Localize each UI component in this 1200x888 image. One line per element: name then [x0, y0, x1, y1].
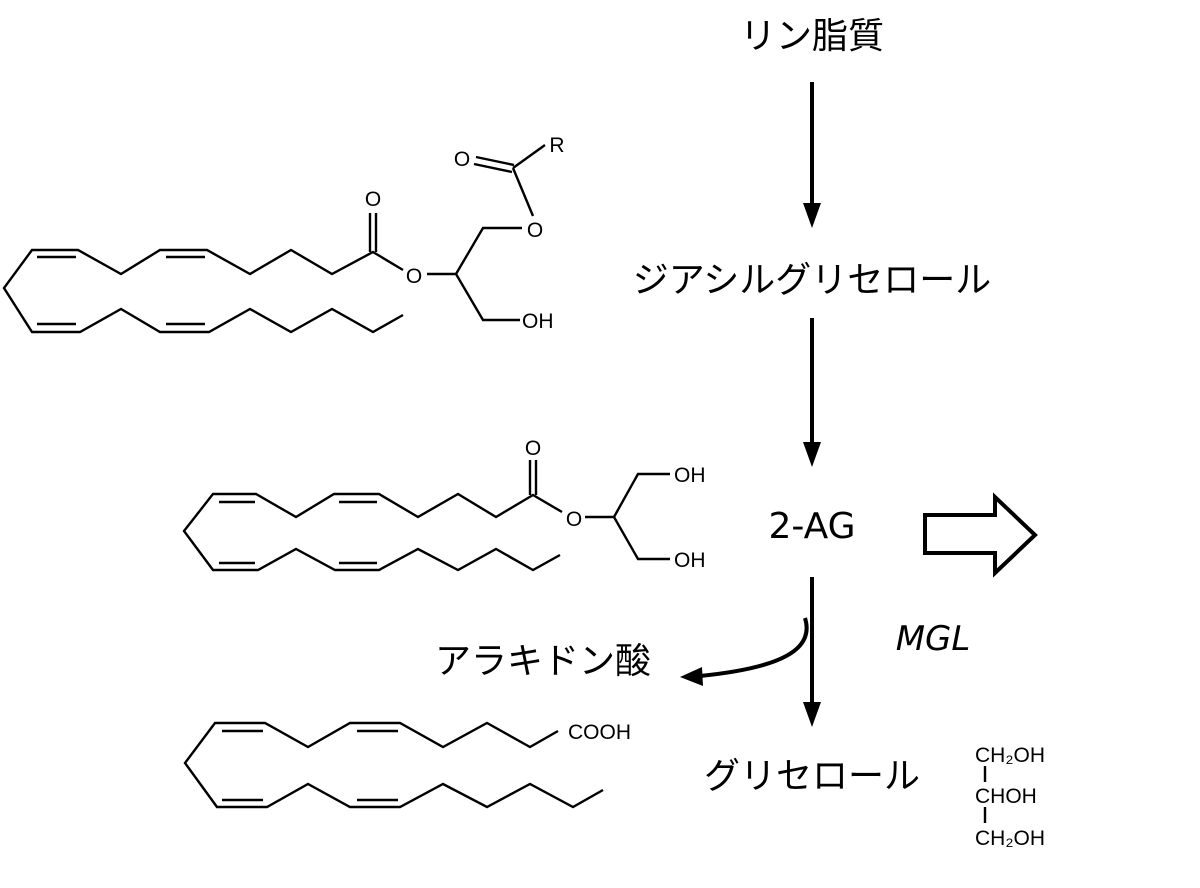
hollow-right-arrow-icon [923, 492, 1038, 578]
glycerol-formula-line-3: CH₂OH [975, 827, 1045, 850]
label-phospholipid: リン脂質 [740, 16, 884, 57]
label-glycerol: グリセロール [704, 756, 920, 797]
glycerol-formula-line-2: CHOH [975, 785, 1037, 808]
diacylglycerol-structure: O O O O R OH [2, 134, 565, 334]
2ag-hydroxyl-1: OH [674, 464, 706, 487]
label-2ag: 2-AG [769, 506, 856, 547]
dag-carbonyl-oxygen: O [365, 188, 381, 211]
dag-ester-oxygen: O [406, 265, 422, 288]
label-diacylglycerol: ジアシルグリセロール [633, 260, 992, 301]
glycerol-formula: CH₂OH CHOH CH₂OH [975, 744, 1045, 850]
arrowhead-3 [803, 702, 821, 727]
glycerol-formula-line-1: CH₂OH [975, 744, 1045, 767]
arrowhead-4 [680, 667, 703, 686]
dag-ester-oxygen-2: O [527, 219, 543, 242]
label-arachidonic-acid: アラキドン酸 [435, 641, 651, 682]
2ag-structure: O O OH OH [182, 437, 706, 572]
label-mgl-enzyme: MGL [896, 619, 971, 659]
arrow-2ag-to-arachidonic-acid [699, 617, 809, 678]
2ag-carbonyl-oxygen: O [525, 437, 541, 460]
dag-r-group: R [549, 134, 564, 157]
aa-carboxyl-group: COOH [568, 721, 631, 744]
arrowhead-2 [803, 442, 821, 467]
arachidonic-acid-structure: COOH [183, 721, 631, 809]
2ag-hydroxyl-2: OH [674, 549, 706, 572]
dag-hydroxyl: OH [522, 310, 554, 333]
dag-carbonyl-oxygen-2: O [454, 148, 470, 171]
2ag-ester-oxygen: O [566, 508, 582, 531]
arrowhead-1 [803, 203, 821, 228]
